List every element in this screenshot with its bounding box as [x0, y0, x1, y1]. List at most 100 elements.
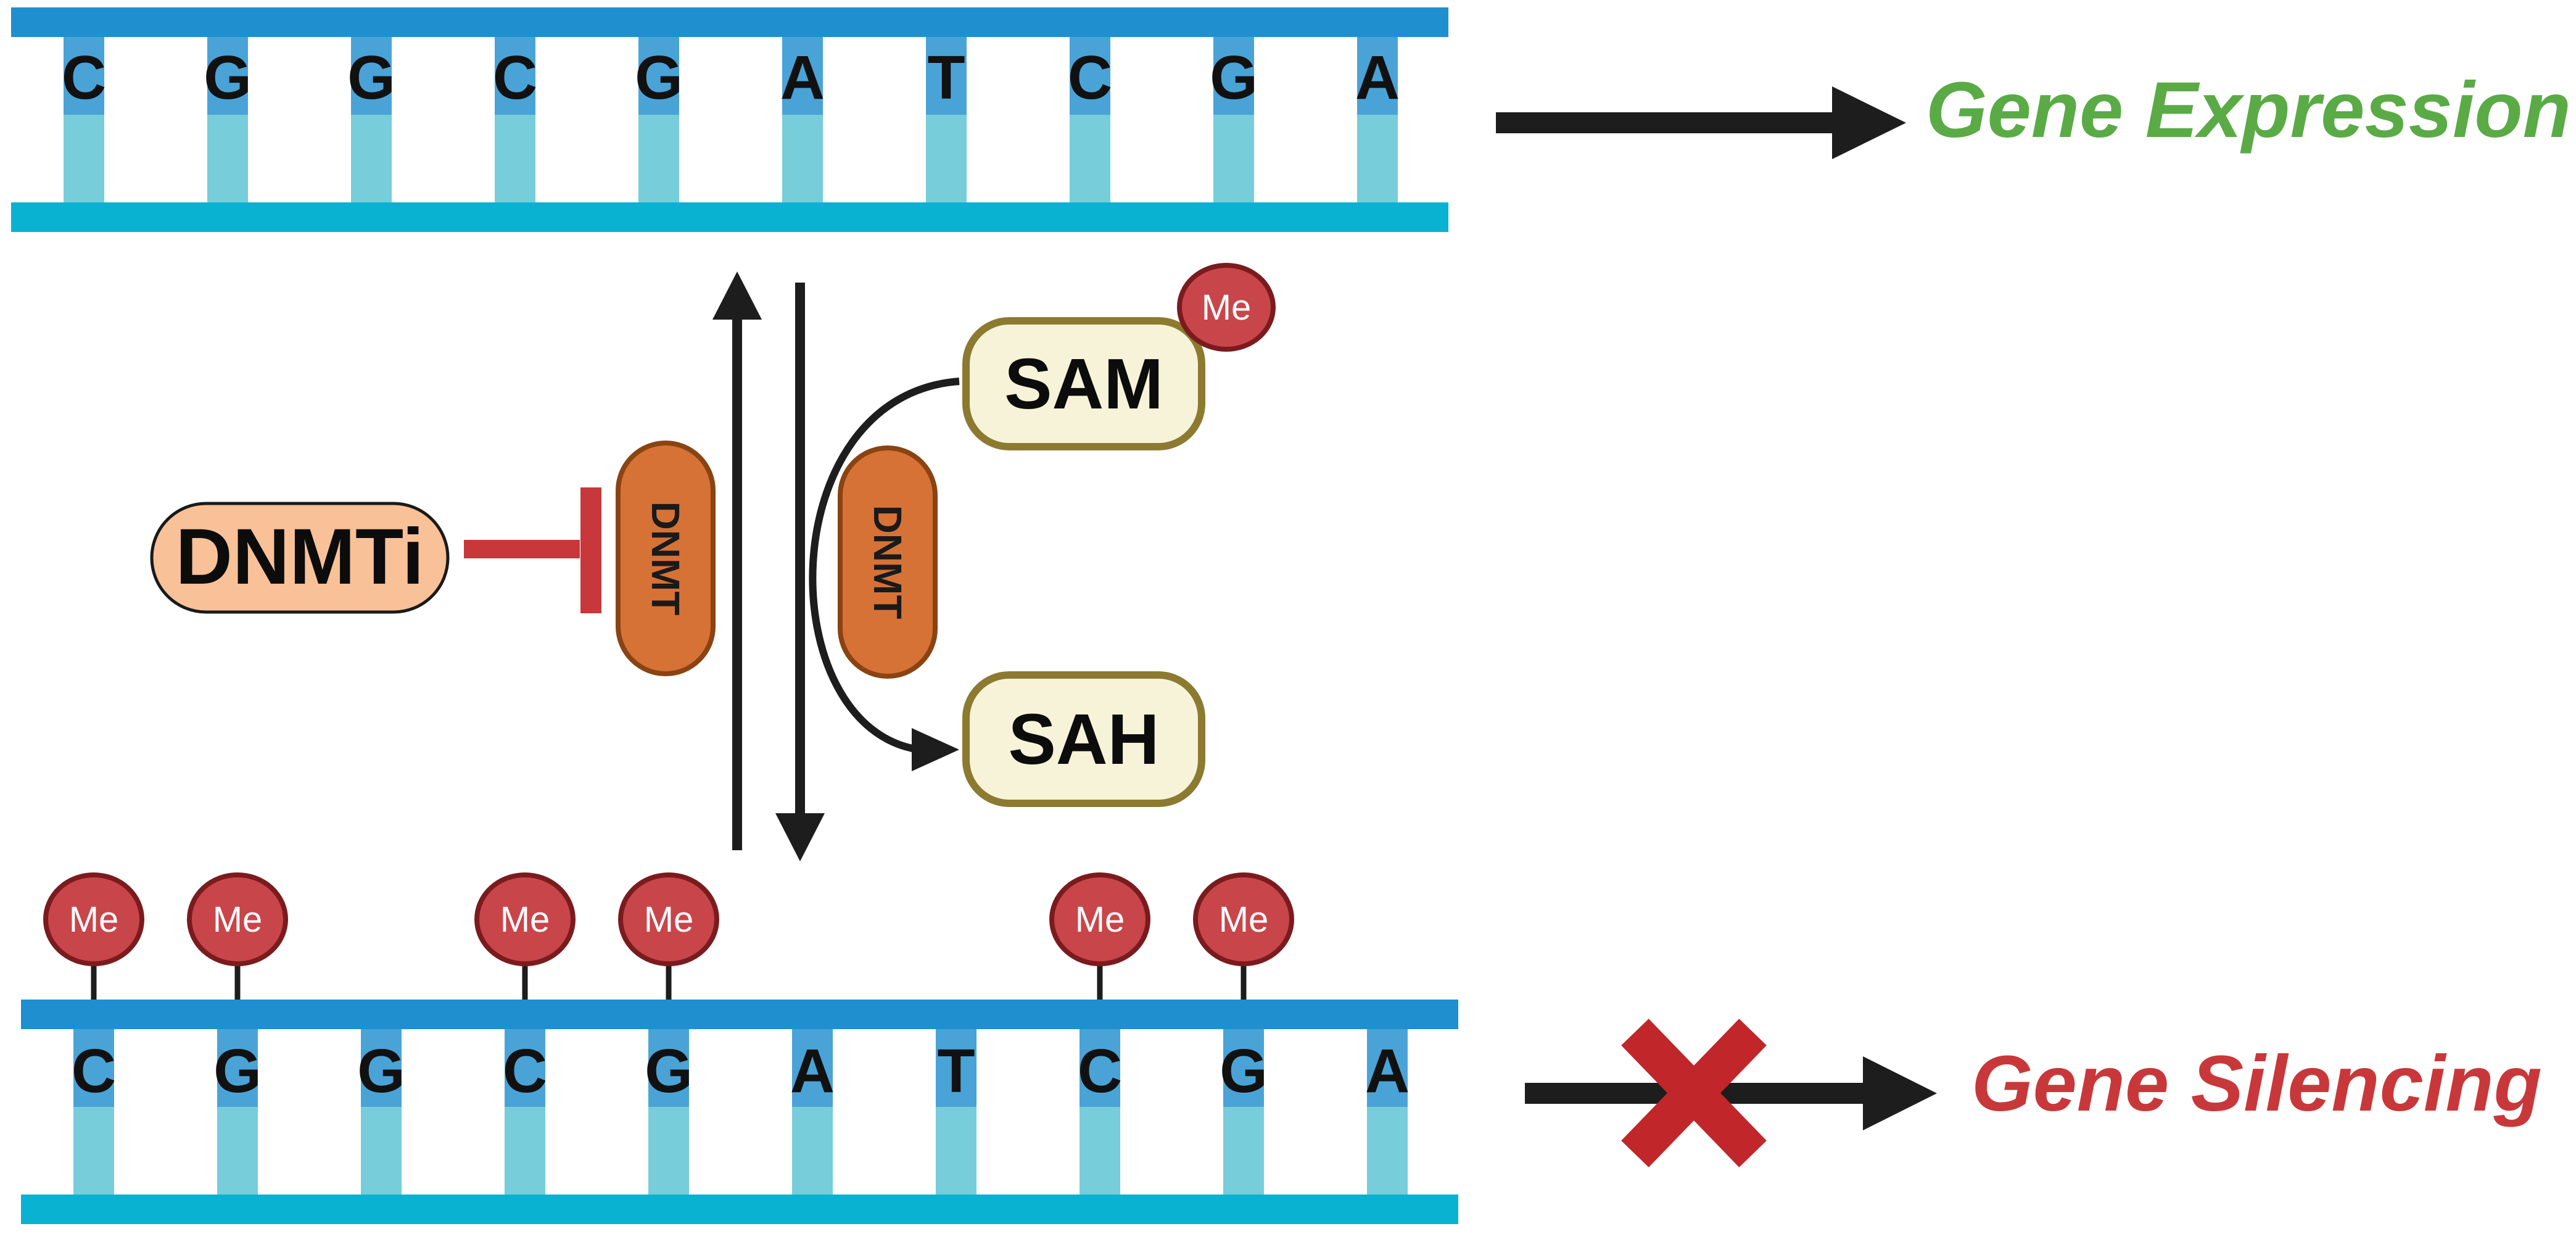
- top-base-pair: [351, 37, 392, 202]
- top-base-letter: G: [204, 43, 252, 112]
- rung-lower: [648, 1107, 689, 1195]
- gene-expression-label: Gene Expression: [1926, 66, 2571, 154]
- top-base-letter: G: [347, 43, 395, 112]
- rung-upper: [495, 37, 535, 115]
- bottom-base-pair: [1367, 1029, 1408, 1195]
- bottom-base-letter: C: [72, 1037, 116, 1106]
- top-base-pair: [1070, 37, 1110, 202]
- rung-lower: [361, 1107, 402, 1195]
- rung-upper: [936, 1029, 976, 1107]
- methyl-group: Me: [1193, 872, 1294, 1001]
- rung-upper: [792, 1029, 833, 1107]
- rung-lower: [782, 115, 823, 202]
- bottom-base-letter: G: [645, 1037, 693, 1106]
- top-base-letter: G: [635, 43, 683, 112]
- rung-lower: [1367, 1107, 1408, 1195]
- top-base-pair: [1357, 37, 1398, 202]
- dnmti-inhibitor: DNMTi: [150, 502, 450, 614]
- methyl-label: Me: [1219, 900, 1269, 940]
- bottom-base-letter: G: [357, 1037, 405, 1106]
- rung-upper: [217, 1029, 258, 1107]
- top-backbone-lower: [11, 202, 1448, 232]
- top-base-pair: [207, 37, 248, 202]
- top-base-letter: G: [1210, 43, 1258, 112]
- top-base-letter: T: [927, 43, 965, 112]
- methyl-ball: [1049, 872, 1150, 966]
- sam-methyl-label: Me: [1202, 288, 1252, 328]
- top-base-letter: C: [62, 43, 106, 112]
- bottom-base-rungs: [73, 1029, 1408, 1195]
- rung-lower: [64, 115, 104, 202]
- methyl-group: Me: [43, 872, 144, 1001]
- rung-upper: [505, 1029, 545, 1107]
- bottom-base-pair: [1223, 1029, 1264, 1195]
- methyl-label: Me: [213, 900, 263, 940]
- bottom-base-pair: [505, 1029, 545, 1195]
- sam-methyl-group: Me: [1177, 263, 1276, 352]
- sam-molecule: SAM Me: [962, 263, 1276, 450]
- rung-lower: [1223, 1107, 1264, 1195]
- rung-upper: [1213, 37, 1254, 115]
- rung-lower: [495, 115, 535, 202]
- bottom-base-pair: [361, 1029, 402, 1195]
- methyl-group: Me: [187, 872, 288, 1001]
- rung-lower: [1070, 115, 1110, 202]
- bottom-base-letter: C: [1078, 1037, 1122, 1106]
- sam-label: SAM: [1004, 344, 1163, 424]
- bottom-base-pair: [936, 1029, 976, 1195]
- top-base-pair: [926, 37, 967, 202]
- rung-upper: [361, 1029, 402, 1107]
- bottom-backbone-lower: [21, 1195, 1458, 1224]
- sah-label: SAH: [1009, 699, 1160, 779]
- dnmt-enzyme-right: DNMT: [838, 445, 938, 679]
- dnmti-pill: [150, 502, 450, 614]
- bottom-base-pair: [217, 1029, 258, 1195]
- methyl-ball: [187, 872, 288, 966]
- dnmt-enzyme-left: DNMT: [616, 441, 716, 676]
- top-base-letter: C: [493, 43, 537, 112]
- bottom-base-letter: G: [1220, 1037, 1268, 1106]
- rung-lower: [505, 1107, 545, 1195]
- inhibition-t-bar: [464, 487, 601, 613]
- top-backbone-upper: [11, 7, 1448, 37]
- bottom-base-pair: [648, 1029, 689, 1195]
- methyl-ball: [43, 872, 144, 966]
- methyl-group: Me: [474, 872, 576, 1001]
- rung-lower: [936, 1107, 976, 1195]
- rung-upper: [648, 1029, 689, 1107]
- rung-upper: [73, 1029, 114, 1107]
- bottom-base-letter: A: [790, 1037, 835, 1106]
- blocked-cross-icon: [1621, 1019, 1767, 1167]
- rung-lower: [926, 115, 967, 202]
- rung-lower: [638, 115, 679, 202]
- sam-to-sah-arrow: [809, 378, 960, 771]
- bottom-base-letter: T: [937, 1037, 975, 1106]
- bottom-base-pair: [792, 1029, 833, 1195]
- top-base-pair: [1213, 37, 1254, 202]
- top-base-letter: C: [1068, 43, 1112, 112]
- methyl-ball: [618, 872, 719, 966]
- bottom-backbone-upper: [21, 1000, 1458, 1029]
- sam-pill: [962, 317, 1205, 450]
- dnmt-right-label: DNMT: [865, 505, 910, 619]
- top-base-pair: [638, 37, 679, 202]
- rung-upper: [1080, 1029, 1120, 1107]
- rung-upper: [64, 37, 104, 115]
- gene-silencing-label: Gene Silencing: [1971, 1040, 2542, 1128]
- rung-upper: [1357, 37, 1398, 115]
- methyl-label: Me: [644, 900, 694, 940]
- bottom-base-letter: G: [213, 1037, 262, 1106]
- dnmt-left-label: DNMT: [643, 502, 688, 616]
- rung-upper: [1367, 1029, 1408, 1107]
- methyl-label: Me: [500, 900, 550, 940]
- methyl-label: Me: [69, 900, 119, 940]
- rung-upper: [782, 37, 823, 115]
- rung-lower: [207, 115, 248, 202]
- rung-upper: [1070, 37, 1110, 115]
- sah-molecule: SAH: [962, 671, 1205, 807]
- top-base-letter: A: [780, 43, 825, 112]
- bottom-base-pair: [73, 1029, 114, 1195]
